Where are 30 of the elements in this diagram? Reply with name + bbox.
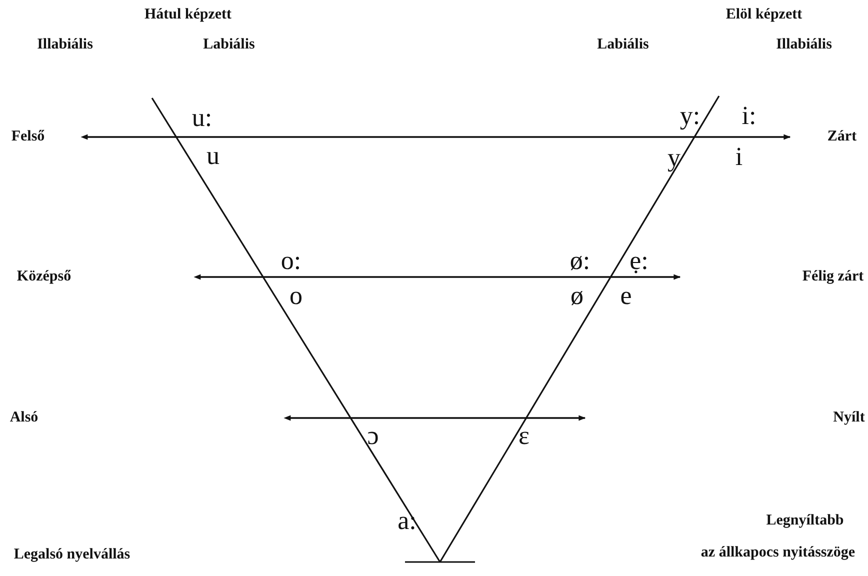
vowel-symbol: ø	[570, 283, 584, 309]
vowel-symbol: y:	[680, 103, 700, 129]
axis-label: Félig zárt	[802, 268, 864, 286]
column-heading: Labiális	[597, 36, 649, 54]
axis-label: Nyílt	[833, 410, 865, 426]
vowel-symbol: o:	[280, 248, 302, 274]
vowel-symbol: ɛ	[518, 423, 530, 449]
axis-label: Alsó	[10, 410, 38, 426]
axis-label: az állkapocs nyitásszöge	[700, 544, 856, 562]
vowel-symbol: i	[735, 144, 743, 170]
column-heading: Illabiális	[37, 36, 93, 54]
vowel-symbol: e	[620, 283, 632, 309]
vowel-symbol: o	[290, 283, 302, 309]
axis-label: Felső	[11, 128, 45, 146]
vowel-symbol: u	[206, 143, 220, 169]
vowel-symbol: a:	[398, 508, 416, 534]
vowel-symbol: u:	[192, 105, 212, 131]
vowel-symbol: y	[668, 145, 680, 171]
vowel-symbol: ɔ	[367, 423, 379, 449]
vowel-symbol: i:	[742, 103, 756, 129]
column-heading: Illabiális	[776, 36, 832, 54]
vowel-symbol: ø:	[570, 248, 590, 274]
column-heading: Elöl képzett	[726, 6, 802, 24]
column-heading: Labiális	[203, 36, 255, 54]
axis-label: Legnyíltabb	[766, 512, 844, 530]
axis-label: Zárt	[827, 128, 857, 146]
vowel-symbol: ẹ:	[630, 248, 648, 274]
axis-label: Középső	[16, 268, 72, 286]
axis-label: Legalsó nyelvállás	[14, 546, 130, 564]
column-heading: Hátul képzett	[144, 6, 232, 24]
